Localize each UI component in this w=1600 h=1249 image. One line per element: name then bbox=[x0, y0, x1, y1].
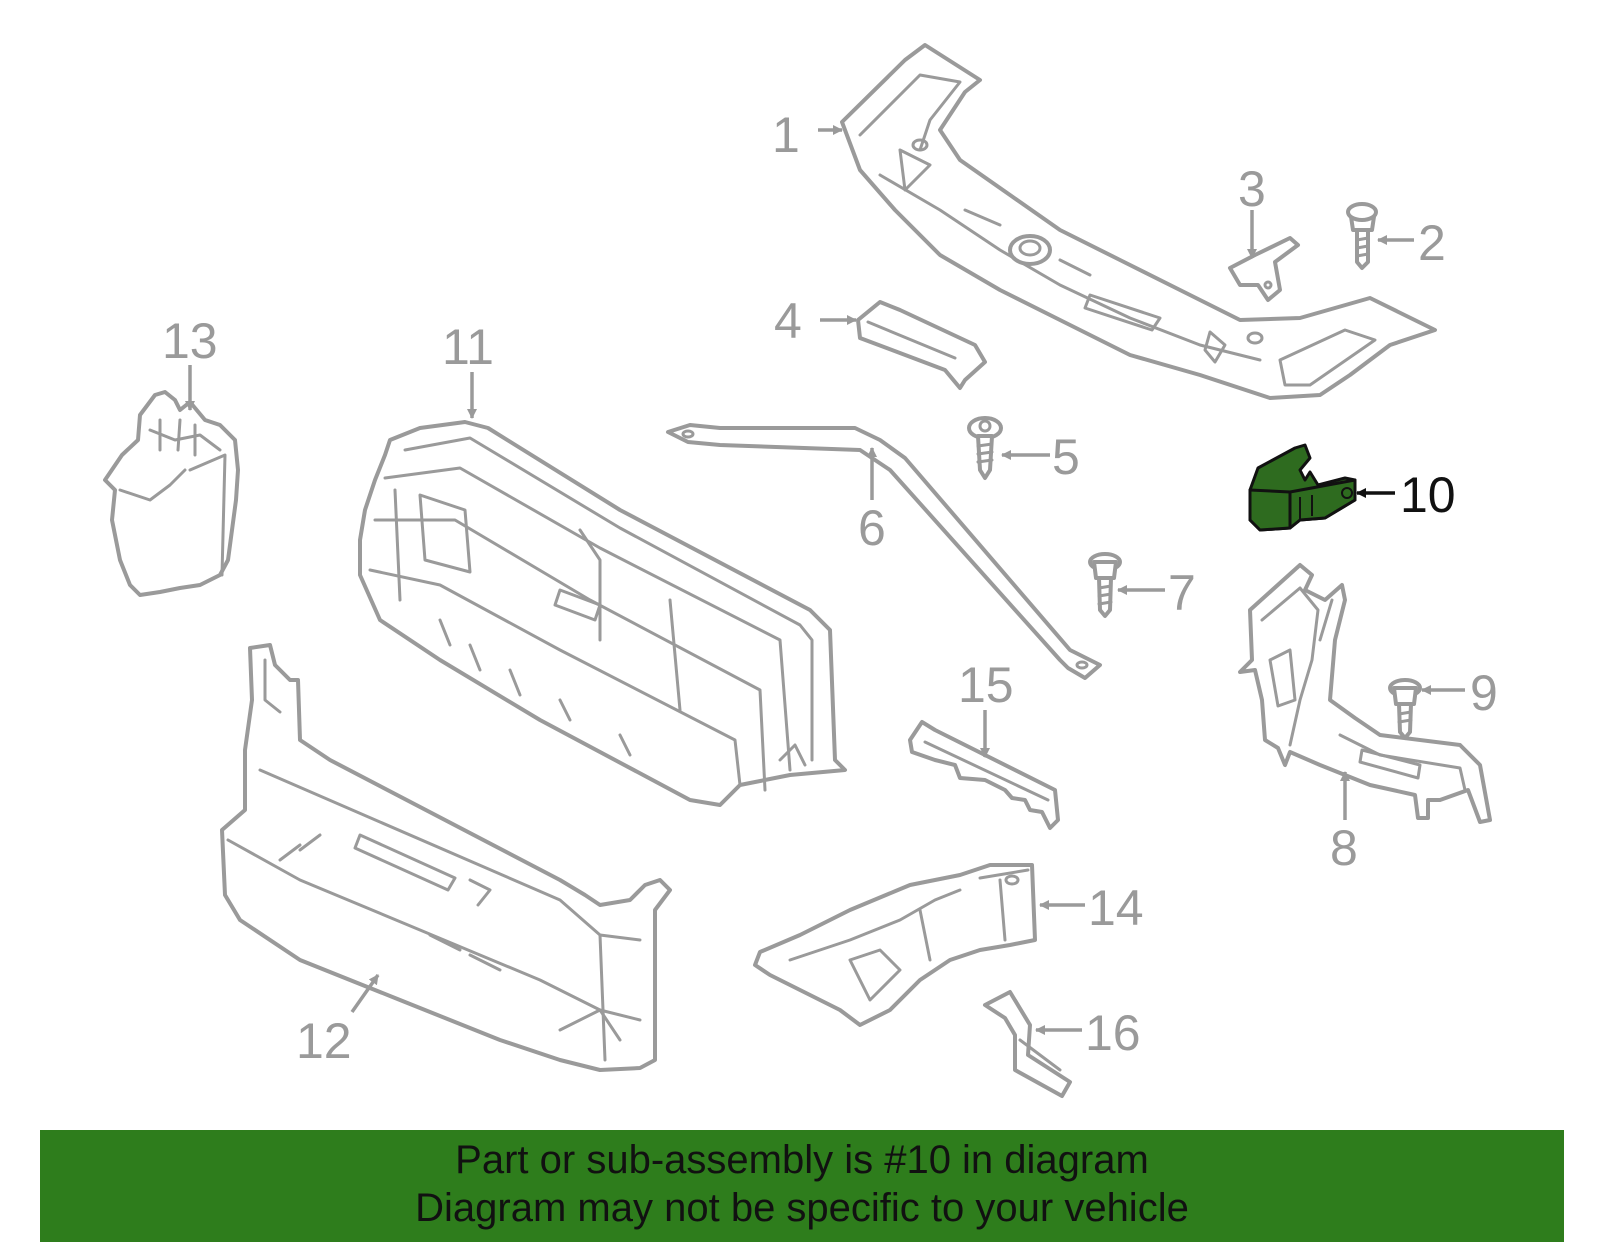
callout-7: 7 bbox=[1168, 565, 1196, 621]
callout-4: 4 bbox=[774, 293, 802, 349]
part-1-upper-carrier bbox=[840, 43, 1437, 400]
callout-3: 3 bbox=[1238, 161, 1266, 217]
callout-6: 6 bbox=[858, 500, 886, 556]
part-7-bolt bbox=[1088, 552, 1122, 618]
part-11-support-frame bbox=[358, 420, 847, 807]
part-15-bracket bbox=[908, 720, 1060, 830]
part-9-bolt bbox=[1388, 678, 1422, 740]
banner-line-2: Diagram may not be specific to your vehi… bbox=[415, 1186, 1189, 1230]
callout-5: 5 bbox=[1052, 429, 1080, 485]
callout-15: 15 bbox=[958, 657, 1014, 713]
part-5-screw bbox=[967, 416, 1003, 480]
callout-10: 10 bbox=[1400, 467, 1456, 523]
callout-16: 16 bbox=[1085, 1005, 1141, 1061]
part-3-bracket bbox=[1228, 236, 1300, 302]
info-banner: Part or sub-assembly is #10 in diagram D… bbox=[40, 1130, 1564, 1242]
callout-arrows bbox=[185, 125, 1465, 1035]
part-6-strut bbox=[666, 423, 1102, 680]
callout-14: 14 bbox=[1088, 880, 1144, 936]
callout-13: 13 bbox=[162, 313, 218, 369]
part-16-strap bbox=[983, 990, 1072, 1098]
callout-8: 8 bbox=[1330, 820, 1358, 876]
callout-9: 9 bbox=[1470, 665, 1498, 721]
part-4-bar bbox=[856, 300, 987, 390]
part-14-air-duct bbox=[753, 863, 1037, 1027]
part-10-highlighted-bracket[interactable] bbox=[1248, 443, 1357, 532]
callout-1: 1 bbox=[772, 107, 800, 163]
part-13-side-air-duct bbox=[103, 390, 240, 597]
part-2-bolt bbox=[1346, 202, 1378, 270]
callout-12: 12 bbox=[296, 1013, 352, 1069]
callout-11: 11 bbox=[442, 319, 494, 375]
part-12-lower-air-guide bbox=[220, 643, 672, 1072]
callout-2: 2 bbox=[1418, 215, 1446, 271]
banner-line-1: Part or sub-assembly is #10 in diagram bbox=[455, 1138, 1149, 1182]
part-8-side-bracket bbox=[1238, 563, 1492, 824]
